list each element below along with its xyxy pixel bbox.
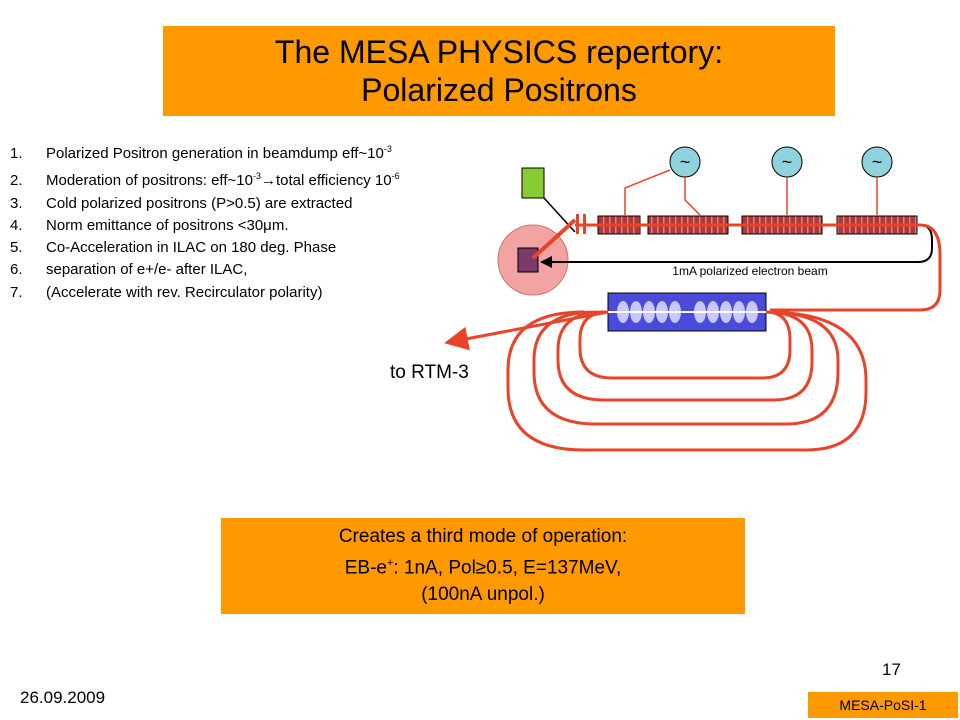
list-item: 6.separation of e+/e- after ILAC, <box>10 261 248 279</box>
arrow-icon: → <box>260 172 276 190</box>
svg-text:~: ~ <box>680 152 691 172</box>
list-item: 4.Norm emittance of positrons <30μm. <box>10 216 289 234</box>
steps-list: 1.Polarized Positron generation in beamd… <box>10 138 400 304</box>
list-item: 2.Moderation of positrons: eff~10-3→tota… <box>10 171 400 190</box>
list-item: 7.(Accelerate with rev. Recirculator pol… <box>10 283 323 301</box>
title-line-1: The MESA PHYSICS repertory: <box>274 34 724 70</box>
rf-source-3: ~ <box>861 146 893 178</box>
list-item: 5.Co-Acceleration in ILAC on 180 deg. Ph… <box>10 239 337 257</box>
svg-text:~: ~ <box>782 152 793 172</box>
svg-text:~: ~ <box>872 152 883 172</box>
footer-badge: MESA-PoSI-1 <box>808 692 958 718</box>
title-banner: The MESA PHYSICS repertory: Polarized Po… <box>163 26 835 116</box>
source-block <box>521 167 545 199</box>
rf-source-1: ~ <box>669 146 701 178</box>
rf-source-2: ~ <box>771 146 803 178</box>
page-number: 17 <box>882 660 901 679</box>
list-item: 1.Polarized Positron generation in beamd… <box>10 144 392 162</box>
list-item: 3.Cold polarized positrons (P>0.5) are e… <box>10 194 353 212</box>
svg-text:1mA polarized electron beam: 1mA polarized electron beam <box>672 264 827 278</box>
beamdump-target <box>517 247 539 273</box>
title-line-2: Polarized Positrons <box>361 72 637 108</box>
result-line-2: EB-e+: 1nA, Pol≥0.5, E=137MeV, <box>344 557 622 579</box>
result-line-1: Creates a third mode of operation: <box>338 526 628 548</box>
result-line-3: (100nA unpol.) <box>421 583 545 605</box>
date-label: 26.09.2009 <box>20 688 106 707</box>
to-rtm-label: to RTM-3 <box>390 362 469 383</box>
result-box: Creates a third mode of operation: EB-e+… <box>221 518 745 614</box>
